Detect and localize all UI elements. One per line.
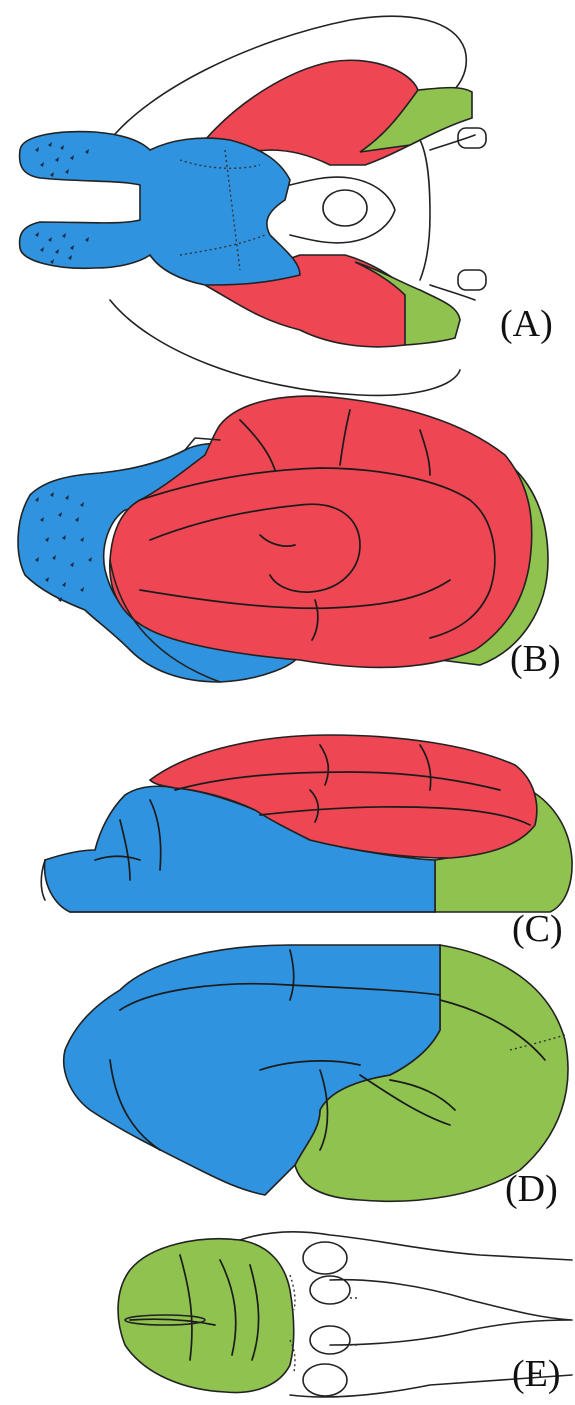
panel-a-pituitary (323, 190, 367, 226)
panel-label-d: (D) (505, 1170, 558, 1208)
panel-d-drawing (64, 945, 568, 1201)
panel-a-nerve-stub-lower (458, 270, 486, 290)
panel-a-nerve-stub-upper (458, 128, 486, 148)
panel-e-colliculus-upper (303, 1242, 347, 1274)
panel-e-colliculus-lower (303, 1364, 347, 1396)
panel-label-a: (A) (500, 305, 553, 343)
panel-c-drawing (41, 735, 572, 912)
panel-label-b: (B) (510, 640, 561, 678)
panel-e-colliculus-mid-lower (310, 1326, 350, 1354)
panel-a-drawing (20, 16, 486, 395)
panel-label-e: (E) (512, 1355, 561, 1393)
panel-a-blue-region (20, 132, 300, 285)
panel-b-drawing (18, 396, 548, 682)
panel-e-drawing (118, 1232, 572, 1397)
panel-label-c: (C) (512, 910, 563, 948)
